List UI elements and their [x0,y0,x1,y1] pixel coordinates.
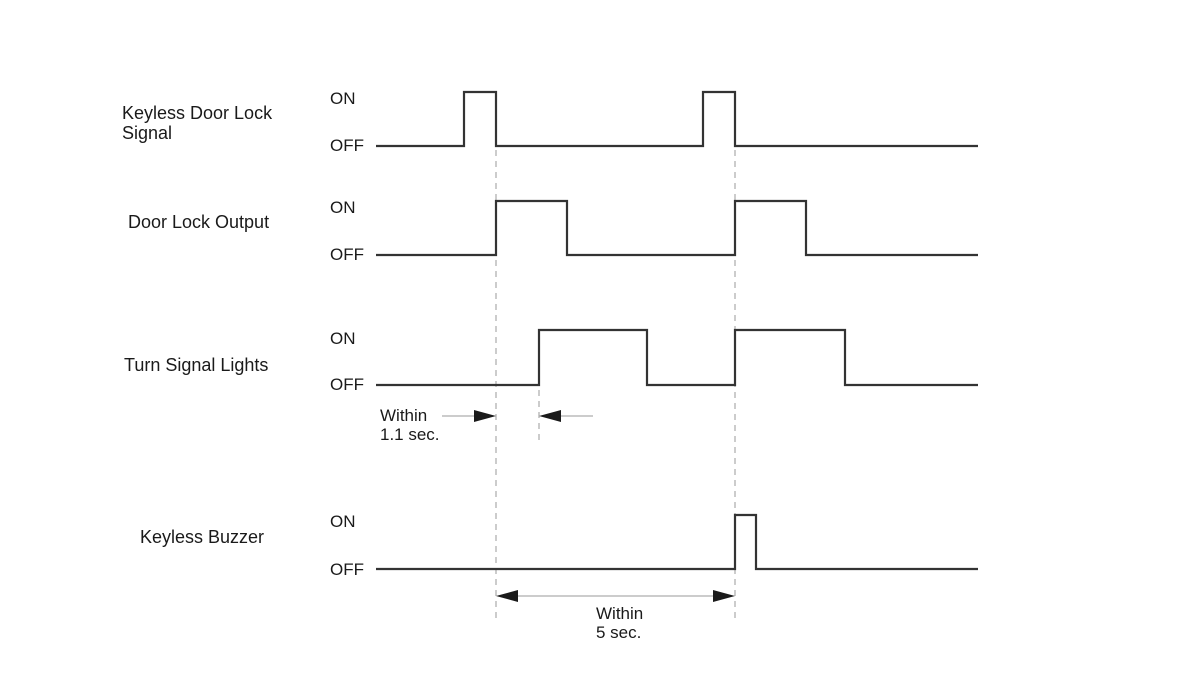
turn-signal-delay-note: Within 1.1 sec. [380,406,440,444]
waveform-keyless-door-lock-signal [376,90,978,148]
on-label: ON [330,89,356,108]
signal-label-keyless-door-lock: Keyless Door Lock Signal [122,103,273,143]
off-label: OFF [330,560,364,579]
on-label: ON [330,198,356,217]
off-label: OFF [330,375,364,394]
on-label: ON [330,512,356,531]
off-label: OFF [330,136,364,155]
buzzer-delay-note: Within 5 sec. [596,604,644,642]
waveforms [376,90,978,571]
signal-label-door-lock-output: Door Lock Output [128,212,270,232]
signal-label-turn-signal-lights: Turn Signal Lights [124,355,269,375]
signal-label-keyless-buzzer: Keyless Buzzer [140,527,265,547]
on-label: ON [330,329,356,348]
arrow-right-icon [474,410,496,422]
off-label: OFF [330,245,364,264]
waveform-door-lock-output [376,199,978,257]
waveform-keyless-buzzer [376,513,978,571]
arrow-left-icon [539,410,561,422]
arrow-left-icon [496,590,518,602]
waveform-turn-signal-lights [376,328,978,387]
arrow-right-icon [713,590,735,602]
